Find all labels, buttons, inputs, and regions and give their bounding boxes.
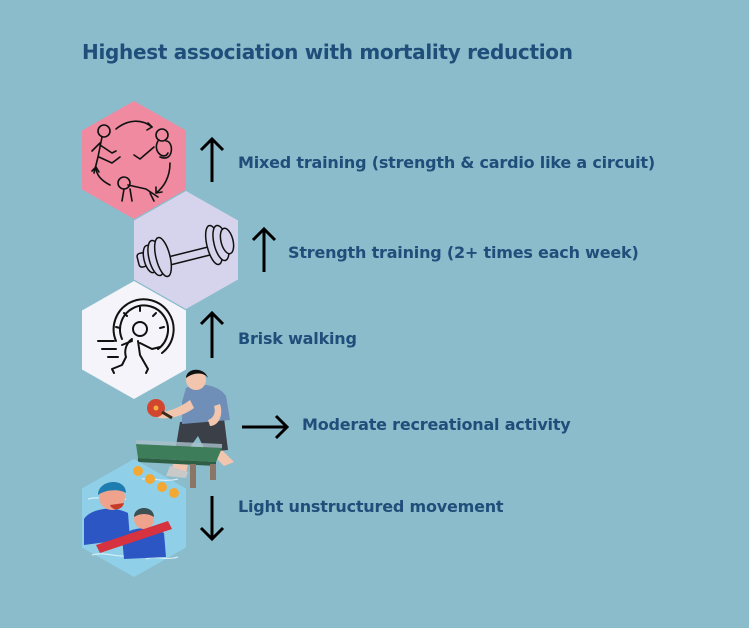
arrow-up-icon	[198, 136, 226, 184]
label-moderate-recreational-activity: Moderate recreational activity	[302, 415, 571, 434]
hex-brisk-walking	[82, 281, 186, 399]
dumbbell-icon	[134, 191, 238, 309]
table-tennis-illustration	[132, 366, 242, 490]
arrow-up-icon	[250, 226, 278, 274]
running-stopwatch-icon	[82, 281, 186, 399]
swimming-illustration	[82, 459, 186, 577]
label-mixed-training: Mixed training (strength & cardio like a…	[238, 153, 655, 172]
label-strength-training: Strength training (2+ times each week)	[288, 243, 639, 262]
label-brisk-walking: Brisk walking	[238, 329, 357, 348]
page-title: Highest association with mortality reduc…	[82, 40, 573, 64]
hex-strength-training	[134, 191, 238, 309]
arrow-right-icon	[240, 413, 290, 441]
circuit-training-icon	[82, 101, 186, 219]
hex-mixed-training	[82, 101, 186, 219]
label-light-unstructured-movement: Light unstructured movement	[238, 497, 504, 516]
arrow-up-icon	[198, 310, 226, 360]
arrow-down-icon	[198, 494, 226, 542]
